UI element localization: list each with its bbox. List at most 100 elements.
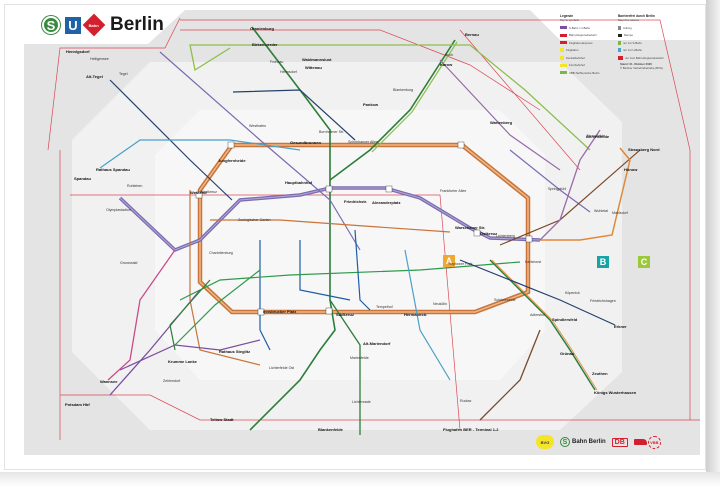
station-label: Alt-Tegel — [86, 74, 103, 79]
station-label: Buch — [445, 53, 454, 57]
station-label: Lichterfelde Ost — [269, 366, 295, 370]
station-label: Springpfuhl — [548, 187, 567, 191]
legend-item-label: nur zur U-Bahn — [623, 48, 642, 52]
tariff-zone-icon — [560, 71, 567, 74]
station-label: Potsdam Hbf — [65, 402, 90, 407]
station-label: Gesundbrunnen — [290, 140, 321, 145]
station-label: Strausberg Nord — [628, 147, 660, 152]
station-label: Bornholmer Str. — [319, 130, 344, 134]
map-header: S U Bahn Berlin — [42, 10, 164, 40]
station-label: Rathaus Steglitz — [219, 349, 251, 354]
station-label: Alexanderplatz — [372, 200, 401, 205]
station-label: Hennigsdorf — [66, 49, 90, 54]
station-label: Hauptbahnhof — [285, 180, 313, 185]
vbb-logo: VBB — [633, 435, 661, 449]
ubahn-only-icon — [618, 48, 621, 52]
station-label: Oranienburg — [250, 26, 275, 31]
station-label: Westkreuz — [200, 190, 217, 194]
station-label: Karow — [440, 62, 453, 67]
station-label: Krumme Lanke — [168, 359, 197, 364]
station-label: Spandau — [74, 176, 91, 181]
station-label: Erkner — [614, 324, 627, 329]
ramp-icon — [618, 33, 622, 37]
station-label: Ostkreuz — [480, 231, 498, 236]
station-label: Innsbrucker Platz — [263, 309, 297, 314]
map-title: Berlin — [110, 14, 164, 35]
station-label: Köpenick — [565, 291, 580, 295]
station-label: Birkenwerder — [252, 42, 278, 47]
legend-item-label: nur zur S-Bahn — [623, 40, 642, 45]
ring-line — [197, 142, 531, 315]
station-label: Wannsee — [100, 379, 118, 384]
station-label: Ruhleben — [127, 184, 143, 188]
station-label: Zeuthen — [592, 371, 608, 376]
station-label: Zoologischer Garten — [238, 218, 271, 222]
legend-item-label: Flughafen-Express — [569, 40, 593, 45]
poster-shadow-right — [706, 0, 720, 472]
station-label: Königs Wusterhausen — [594, 390, 637, 395]
station-label: Wittenau — [305, 65, 322, 70]
station-label: Hermannstr. — [404, 312, 428, 317]
station-label: Frankfurter Allee — [440, 189, 467, 193]
station-label: Lichtenrade — [352, 400, 371, 404]
station-label: Neukölln — [433, 302, 447, 306]
station-label: Mahlsdorf — [612, 211, 628, 215]
regional-only-icon — [618, 55, 623, 60]
legend: Legende Key to symbols S-Bahn / U-Bahn B… — [560, 14, 700, 86]
station-label: Hönow — [624, 167, 638, 172]
zone-a-area — [155, 110, 545, 380]
east-s-line — [540, 147, 631, 241]
station-label: Rudow — [460, 399, 472, 403]
edition-date: Stand: 01. Oktober 2020 — [620, 62, 652, 66]
map-edition: Stand: 01. Oktober 2020 © Berliner Verke… — [620, 62, 663, 70]
vbb-ring-icon: VBB — [647, 435, 661, 449]
legend-item-label: Fernbahnhof — [569, 63, 585, 67]
zone-b-badge: B — [597, 256, 609, 268]
station-label: Wartenberg — [490, 120, 513, 125]
station-label: Charlottenburg — [209, 251, 233, 255]
station-label: Wuhletal — [594, 209, 608, 213]
edition-copyright: © Berliner Verkehrsbetriebe (BVG) — [620, 65, 663, 70]
station-label: Heiligensee — [90, 57, 109, 61]
station-label: Teltow Stadt — [210, 417, 234, 422]
legend-item: nur zur U-Bahn — [618, 48, 664, 52]
legend-item-label: Bahn-Regionalverkehr — [569, 33, 597, 37]
legend-item-label: Rampe — [624, 33, 634, 37]
zone-a-badge: A — [443, 255, 455, 267]
station-label: Flughafen BER - Terminal 1-2 — [443, 427, 499, 432]
station-label: Spindlersfeld — [552, 317, 578, 322]
station-label: Grunewald — [120, 261, 138, 265]
legend-title: Legende — [560, 14, 574, 18]
legend-accessibility-title: Barrierefrei durch Berlin — [618, 14, 655, 18]
station-label: Schöneweide — [494, 298, 516, 302]
legend-item: nur zum Bahn-Regionalverkehr — [618, 55, 664, 60]
sbahn-logo-icon: S — [42, 16, 60, 34]
legend-item: VBB-Tarifbereiche Berlin — [560, 71, 599, 75]
legend-item: Bahn-Regionalverkehr — [560, 33, 599, 37]
regional-bahn-logo-icon: Bahn — [82, 13, 106, 37]
station-label: Jungfernheide — [218, 158, 246, 163]
station-label: Pankow — [363, 102, 379, 107]
station-label: Olympiastadion — [106, 208, 131, 212]
station-label: Treptower Park — [448, 262, 473, 266]
sbahn-berlin-text: Bahn Berlin — [572, 439, 606, 445]
station-label: Hermsdorf — [280, 70, 297, 74]
airport-icon — [560, 48, 564, 52]
station-label: Marienfelde — [350, 356, 369, 360]
outer-ring-line — [189, 44, 591, 151]
legend-swatch-icon — [560, 33, 567, 37]
station-label: Ahrensfelde — [586, 134, 606, 138]
legend-item: Flughafen-Express — [560, 41, 599, 45]
station-label: Warschauer Str. — [455, 225, 486, 230]
long-distance-icon — [560, 63, 567, 67]
station-icon — [560, 55, 564, 60]
station-label: Zehlendorf — [163, 379, 181, 383]
station-label: Karlshorst — [525, 260, 542, 264]
legend-item: nur zur S-Bahn — [618, 40, 664, 45]
station-label: Friedrichstr. — [344, 199, 368, 204]
southeast-s-line — [489, 259, 596, 391]
sbahn-only-icon — [618, 40, 621, 45]
station-label: Westend — [190, 190, 207, 195]
station-label: Südkreuz — [336, 312, 355, 317]
